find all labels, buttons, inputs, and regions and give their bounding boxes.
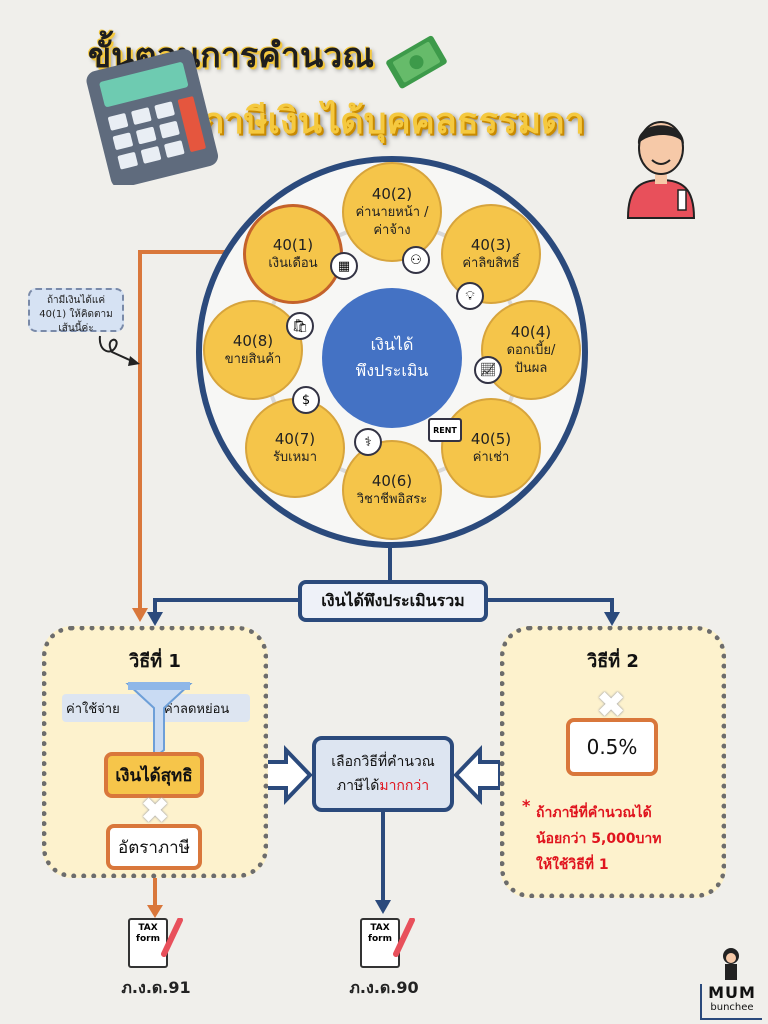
store-hand-icon: 🛍︎ — [286, 312, 314, 340]
note-only-40-1: ถ้ามีเงินได้แค่ 40(1) ให้คิดตามเส้นนี้ค่… — [28, 288, 124, 334]
money-icon — [386, 35, 447, 89]
slice-code: 40(4) — [510, 323, 552, 341]
multiply-icon: ✖ — [596, 685, 627, 726]
wheel-center: เงินได้ พึงประเมิน — [322, 288, 462, 428]
choose-line2: ภาษีได้มากกว่า — [337, 774, 429, 798]
method2-title: วิธีที่ 2 — [587, 651, 639, 672]
brand-logo: MUM bunchee — [700, 984, 762, 1020]
wheel-center-line1: เงินได้ — [370, 335, 414, 354]
mascot-icon — [723, 948, 739, 980]
network-icon: ⚇ — [402, 246, 430, 274]
funnel-icon — [125, 682, 193, 760]
choose-line2-b: มากกว่า — [379, 778, 430, 794]
slice-code: 40(5) — [470, 430, 512, 448]
calculator-icon — [86, 49, 219, 185]
slice-label: ค่าลิขสิทธิ์ — [462, 256, 520, 271]
slice-40-7: 40(7) รับเหมา — [245, 398, 345, 498]
slice-label: ค่านายหน้า /ค่าจ้าง — [355, 205, 429, 238]
slice-40-3: 40(3) ค่าลิขสิทธิ์ — [441, 204, 541, 304]
tax-form-icon-line: form — [368, 934, 392, 944]
lightbulb-icon: 💡︎ — [456, 282, 484, 310]
method2-note: ถ้าภาษีที่คำนวณได้ น้อยกว่า 5,000บาท ให้… — [536, 800, 662, 878]
slice-code: 40(8) — [232, 332, 274, 350]
method2-note-line: ถ้าภาษีที่คำนวณได้ — [536, 805, 652, 821]
net-income-box: เงินได้สุทธิ — [104, 752, 204, 798]
tax-rate-box: อัตราภาษี — [106, 824, 202, 870]
form-pnd91-label: ภ.ง.ด.91 — [121, 978, 191, 997]
calendar-icon: ▦ — [330, 252, 358, 280]
slice-40-8: 40(8) ขายสินค้า — [203, 300, 303, 400]
brand-logo-top: MUM — [708, 983, 756, 1002]
slice-40-5: 40(5) ค่าเช่า — [441, 398, 541, 498]
tax-form-icon: TAX form — [128, 918, 168, 968]
pen-icon — [393, 918, 415, 957]
rate-05-box: 0.5% — [566, 718, 658, 776]
slice-40-4: 40(4) ดอกเบี้ย/ ปันผล — [481, 300, 581, 400]
tax-form-icon-line: TAX — [370, 923, 390, 933]
slice-code: 40(3) — [470, 236, 512, 254]
money-bag-icon: $ — [292, 386, 320, 414]
total-income-box: เงินได้พึงประเมินรวม — [298, 580, 488, 622]
choose-line2-a: ภาษีได้ — [336, 778, 380, 794]
slice-40-1: 40(1) เงินเดือน — [243, 204, 343, 304]
note-star: * — [522, 796, 531, 815]
brand-logo-bottom: bunchee — [710, 1002, 754, 1013]
expense-label: ค่าใช้จ่าย — [66, 702, 120, 717]
pen-icon — [161, 918, 183, 957]
method2-note-line: น้อยกว่า 5,000บาท — [536, 831, 662, 847]
method1-title: วิธีที่ 1 — [129, 651, 181, 672]
slice-label: เงินเดือน — [268, 256, 318, 271]
slice-40-2: 40(2) ค่านายหน้า /ค่าจ้าง — [342, 162, 442, 262]
slice-code: 40(6) — [371, 472, 413, 490]
choose-method-box: เลือกวิธีที่คำนวณ ภาษีได้มากกว่า — [312, 736, 454, 812]
wheel-center-line2: พึงประเมิน — [355, 361, 429, 380]
slice-code: 40(7) — [274, 430, 316, 448]
slice-label: ขายสินค้า — [224, 352, 282, 367]
slice-code: 40(1) — [272, 236, 314, 254]
choose-line1: เลือกวิธีที่คำนวณ — [331, 754, 435, 770]
slice-code: 40(2) — [371, 185, 413, 203]
form-pnd90-label: ภ.ง.ด.90 — [349, 978, 419, 997]
tax-form-icon-line: form — [136, 934, 160, 944]
method2-note-line: ให้ใช้วิธีที่ 1 — [536, 857, 609, 873]
person-avatar — [626, 121, 696, 219]
slice-label: ดอกเบี้ย/ ปันผล — [506, 343, 556, 376]
rent-sign-icon: RENT — [428, 418, 462, 442]
multiply-icon: ✖ — [140, 791, 171, 832]
slice-label: รับเหมา — [272, 450, 318, 465]
tax-form-icon-line: TAX — [138, 923, 158, 933]
title-line2: ภาษีเงินได้บุคคลธรรมดา — [200, 101, 585, 142]
slice-label: วิชาชีพอิสระ — [356, 492, 428, 507]
growth-chart-icon: 📈︎ — [474, 356, 502, 384]
allowance-label: ค่าลดหย่อน — [164, 702, 230, 717]
stethoscope-icon: ⚕ — [354, 428, 382, 456]
slice-40-6: 40(6) วิชาชีพอิสระ — [342, 440, 442, 540]
slice-label: ค่าเช่า — [472, 450, 510, 465]
